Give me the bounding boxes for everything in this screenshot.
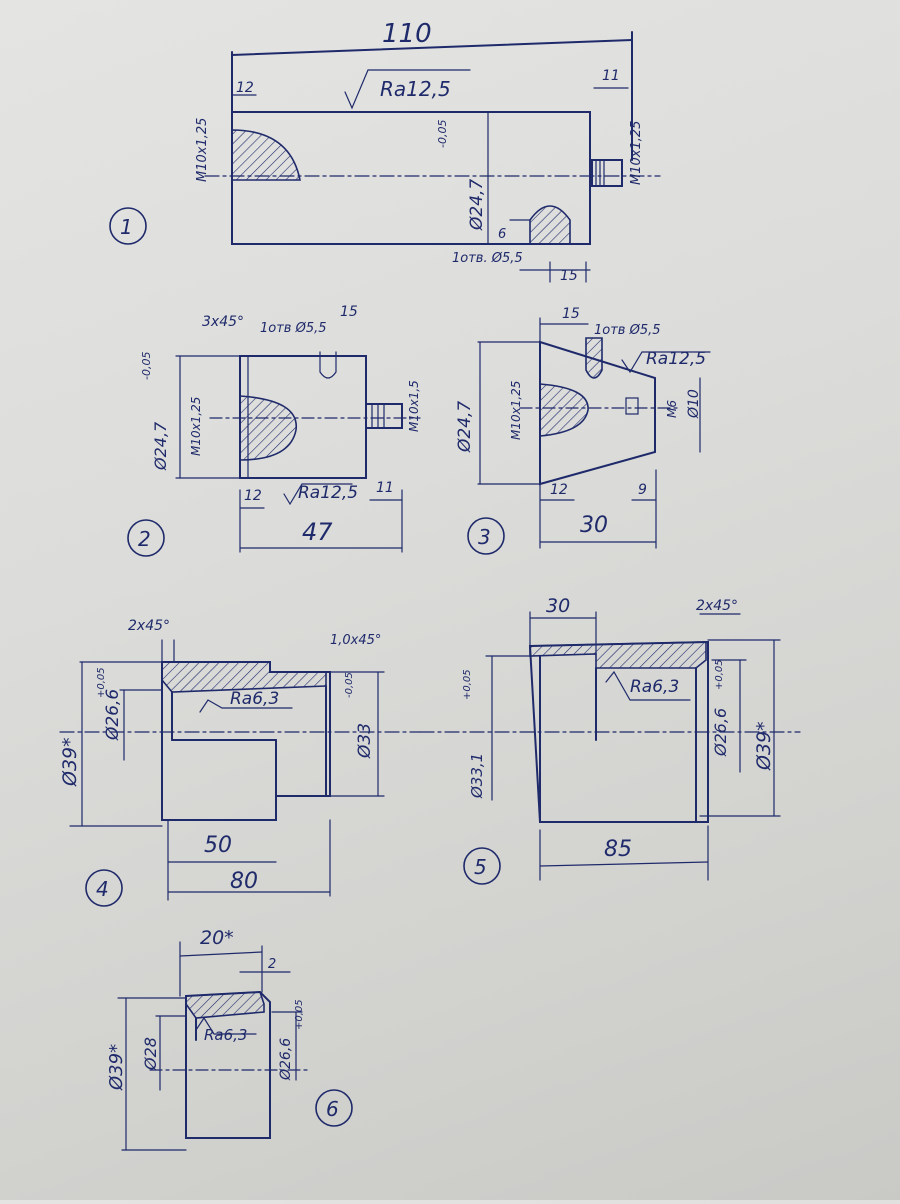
part-2-hole-note: 1отв Ø5,5 — [260, 321, 327, 336]
part-4-number-circle — [85, 869, 123, 907]
part-1-hole-position: 15 — [560, 268, 578, 284]
part-2-hole-position: 15 — [340, 304, 358, 320]
part-3-overall-length: 30 — [580, 513, 608, 538]
part-5: 30 2x45° Ø33,1 +0,05 Ra6,3 Ø26,6 +0,05 Ø… — [419, 595, 801, 885]
part-5-number: 5 — [474, 855, 487, 879]
part-3-number-circle — [467, 517, 505, 555]
part-6-wall-section — [185, 991, 265, 1019]
part-1-length-dim — [231, 39, 633, 56]
part-2-right-step: 11 — [376, 480, 394, 496]
part-5-step-diameter: Ø33,1 — [468, 753, 486, 799]
part-6-inner-tolerance: +0,05 — [294, 999, 305, 1030]
part-6-bore-diameter: Ø28 — [141, 1037, 160, 1071]
part-6-number: 6 — [326, 1097, 339, 1121]
part-2-number-circle — [127, 519, 165, 557]
part-4-step-tolerance: -0,05 — [344, 672, 355, 698]
part-1-number: 1 — [120, 215, 133, 239]
part-6-roughness: Ra6,3 — [204, 1026, 247, 1044]
part-2-diameter: Ø24,7 — [151, 421, 170, 471]
part-5-outer-diameter: Ø39* — [753, 721, 775, 771]
part-1-hole-section — [529, 205, 571, 245]
part-2-chamfer: 3x45° — [202, 314, 244, 330]
part-2: 3x45° 1отв Ø5,5 15 Ø24,7 -0,05 M10x1,25 … — [127, 304, 421, 557]
part-2-roughness: Ra12,5 — [298, 483, 358, 503]
part-1-number-circle — [109, 207, 147, 245]
part-1-right-thread: M10x1,25 — [629, 121, 644, 185]
part-5-overall-length: 85 — [604, 837, 632, 862]
part-1-overall-length: 110 — [382, 19, 432, 49]
part-4-wall-section — [161, 661, 327, 693]
part-1-hole-depth: 6 — [498, 227, 506, 242]
part-1-left-step: 12 — [236, 80, 254, 96]
part-2-overall-length: 47 — [302, 518, 333, 546]
part-1-right-step: 11 — [602, 68, 620, 84]
part-5-number-circle — [463, 847, 501, 885]
part-4-outer-diameter: Ø39* — [59, 737, 81, 787]
part-3-left-step: 12 — [550, 482, 568, 498]
part-2-left-thread: M10x1,25 — [189, 397, 203, 456]
part-5-step-tolerance: +0,05 — [462, 669, 473, 700]
part-3-hole-position: 15 — [562, 306, 580, 322]
part-1-diameter: Ø24,7 — [467, 179, 487, 231]
part-5-step-length: 30 — [546, 595, 570, 617]
part-2-diameter-tolerance: -0,05 — [140, 352, 153, 380]
part-6-overall-length: 20* — [200, 927, 234, 949]
part-6-inner-diameter: Ø26,6 — [278, 1038, 294, 1081]
part-3-right-thread: M6 — [665, 400, 679, 418]
part-3-thread-section — [539, 383, 589, 437]
part-3-hole-note: 1отв Ø5,5 — [594, 323, 661, 338]
part-3: 15 1отв Ø5,5 Ra12,5 Ø24,7 M10x1,25 M6 Ø1… — [455, 306, 711, 555]
part-1: 110 12 11 Ra12,5 M10x1,25 Ø24,7 -0,05 M1… — [109, 19, 661, 284]
part-5-roughness: Ra6,3 — [630, 677, 679, 697]
part-5-wall-section — [529, 641, 707, 669]
part-4-inner-length: 50 — [204, 833, 232, 858]
part-2-right-thread: M10x1,5 — [407, 380, 421, 432]
part-2-thread-section — [239, 395, 297, 461]
part-5-inner-diameter: Ø26,6 — [711, 708, 730, 757]
part-1-thread-section — [231, 129, 301, 181]
part-1-diameter-tolerance: -0,05 — [436, 120, 449, 148]
part-4-step-diameter: Ø33 — [355, 723, 375, 759]
part-1-roughness-mark — [344, 69, 471, 110]
part-3-right-diameter: Ø10 — [686, 389, 702, 419]
part-4-overall-length: 80 — [230, 869, 258, 894]
part-5-inner-tolerance: +0,05 — [714, 659, 725, 690]
part-6-number-circle — [315, 1089, 353, 1127]
part-1-roughness: Ra12,5 — [380, 77, 451, 101]
part-4: 2x45° 1,0x45° Ø39* Ø26,6 +0,05 Ra6,3 Ø33… — [59, 618, 421, 907]
part-6: 20* 2 Ø39* Ø28 Ra6,3 Ø26,6 +0,05 6 — [106, 927, 353, 1151]
part-4-number: 4 — [96, 877, 109, 901]
part-4-roughness: Ra6,3 — [230, 689, 279, 709]
part-3-left-thread: M10x1,25 — [509, 381, 523, 440]
part-4-chamfer-left: 2x45° — [128, 618, 170, 634]
part-3-diameter: Ø24,7 — [455, 401, 475, 453]
part-4-inner-tolerance: +0,05 — [96, 667, 107, 698]
part-2-left-step: 12 — [244, 488, 262, 504]
part-3-number: 3 — [478, 525, 491, 549]
part-1-left-thread: M10x1,25 — [195, 118, 210, 182]
part-3-right-step: 9 — [638, 482, 647, 498]
part-6-outer-diameter: Ø39* — [106, 1044, 127, 1091]
part-2-number: 2 — [138, 527, 151, 551]
part-6-chamfer: 2 — [268, 957, 276, 972]
part-3-hole-section — [585, 337, 603, 379]
part-4-chamfer-right: 1,0x45° — [330, 633, 381, 648]
part-1-hole-note: 1отв. Ø5,5 — [452, 251, 523, 266]
part-3-roughness: Ra12,5 — [646, 349, 706, 369]
part-5-chamfer: 2x45° — [696, 598, 738, 614]
part-4-inner-diameter: Ø26,6 — [103, 689, 123, 741]
